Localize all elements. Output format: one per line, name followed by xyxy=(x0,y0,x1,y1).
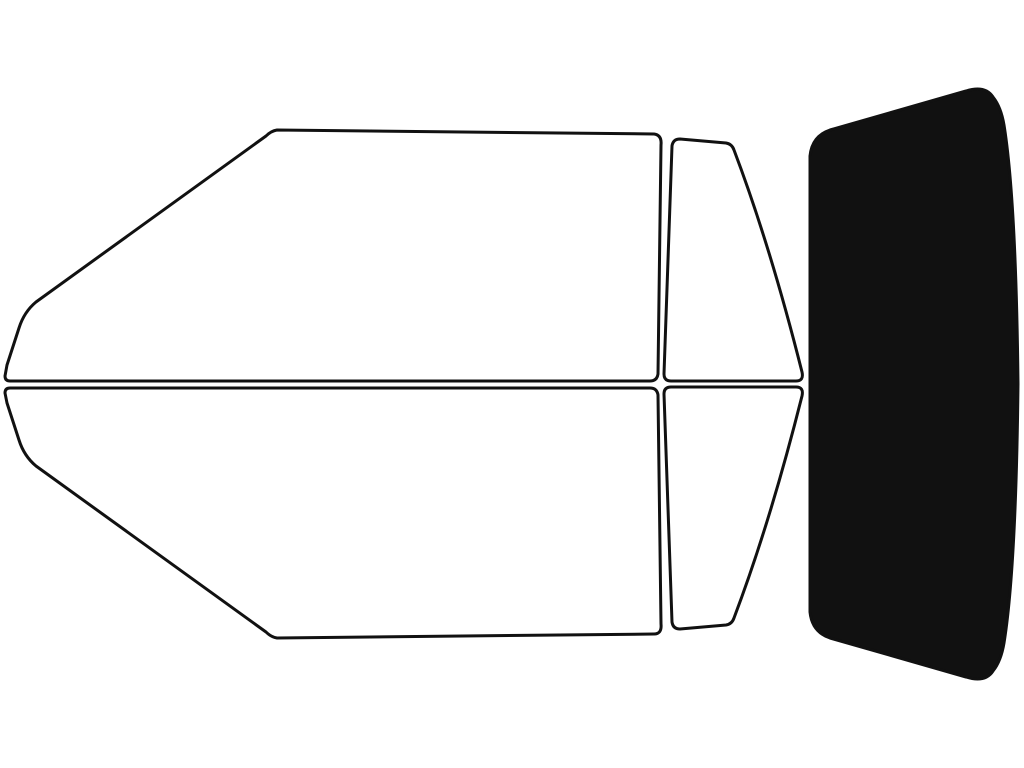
driver-front-window[interactable] xyxy=(3,128,663,383)
passenger-front-window[interactable] xyxy=(3,386,663,640)
rear-windshield[interactable] xyxy=(808,87,1020,681)
passenger-rear-window[interactable] xyxy=(662,385,804,631)
driver-rear-window[interactable] xyxy=(662,137,804,383)
